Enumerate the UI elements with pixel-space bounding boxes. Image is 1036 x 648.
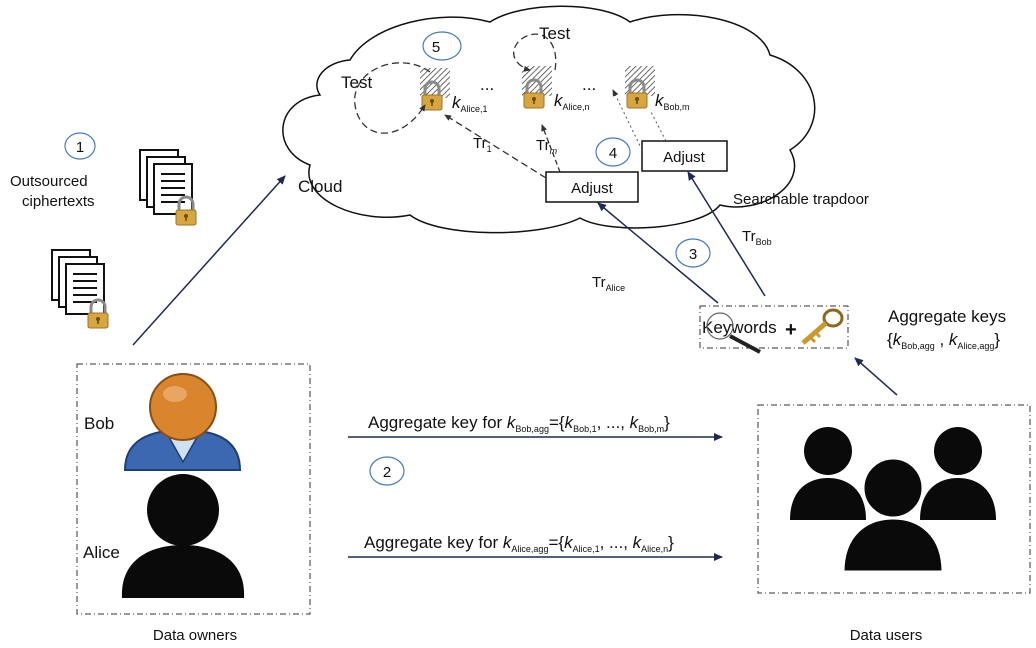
data-users-title: Data users <box>850 627 923 644</box>
cloud-label: Cloud <box>298 177 342 196</box>
aggregate-keys-title: Aggregate keys <box>888 307 1006 326</box>
adjust-to-alice-n-dotted <box>612 89 643 151</box>
encrypted-file-bob-m-icon <box>625 66 655 110</box>
svg-text:3: 3 <box>689 246 697 263</box>
ciphertext-stack-upper-icon <box>139 149 198 227</box>
bob-aggregate-key-label: Aggregate key for kBob,agg={kBob,1, ...,… <box>368 413 670 434</box>
upload-arrow <box>132 175 286 346</box>
k-alice-1-label: kAlice,1 <box>452 93 488 114</box>
test-loop-top <box>513 33 557 72</box>
ellipsis-2: ... <box>582 75 596 94</box>
step-4: 4 <box>595 137 631 167</box>
searchable-trapdoor-label: Searchable trapdoor <box>733 191 869 208</box>
plus-sign: + <box>785 319 797 341</box>
svg-text:5: 5 <box>432 39 440 56</box>
svg-text:Adjust: Adjust <box>571 180 614 197</box>
data-owners-box <box>76 363 311 615</box>
outsourced-label-line1: Outsourced <box>10 173 88 190</box>
svg-text:2: 2 <box>383 464 391 481</box>
outsourced-label-line2: ciphertexts <box>22 193 95 210</box>
ellipsis-1: ... <box>480 75 494 94</box>
adjust-to-bob-m-dotted <box>649 109 667 142</box>
tr1-dashed-arrow <box>444 114 547 179</box>
data-users-box <box>757 404 1031 594</box>
svg-text:Adjust: Adjust <box>663 149 706 166</box>
cloud-shape <box>282 5 816 234</box>
test-label-top: Test <box>539 24 570 43</box>
tr-bob-label: TrBob <box>742 228 772 247</box>
k-bob-m-label: kBob,m <box>655 91 690 112</box>
tr-alice-arrow <box>597 202 719 304</box>
aggregate-keys-set: {kBob,agg , kAlice,agg} <box>887 330 1000 351</box>
magnifier-icon <box>706 312 761 354</box>
tr1-label: Tr1 <box>473 135 492 154</box>
step-3: 3 <box>675 238 711 268</box>
bob-label: Bob <box>84 414 114 433</box>
svg-text:4: 4 <box>609 145 617 162</box>
trm-dashed-arrow <box>541 124 561 173</box>
adjust-box-upper: Adjust <box>641 140 728 172</box>
step-1: 1 <box>64 132 96 160</box>
data-owners-title: Data owners <box>153 627 237 644</box>
trm-label: Trm <box>536 137 558 156</box>
keywords-box <box>699 305 849 349</box>
alice-aggregate-key-label: Aggregate key for kAlice,agg={kAlice,1, … <box>364 533 674 554</box>
step-2: 2 <box>369 456 405 486</box>
ciphertext-stack-lower-icon <box>51 249 110 330</box>
alice-avatar-icon <box>121 474 245 598</box>
svg-text:1: 1 <box>76 139 84 156</box>
users-to-keywords-arrow <box>854 357 898 396</box>
test-label-left: Test <box>341 73 372 92</box>
test-loop-left <box>354 62 431 134</box>
alice-label: Alice <box>83 543 120 562</box>
bob-avatar-icon <box>123 373 242 471</box>
tr-alice-label: TrAlice <box>592 274 625 293</box>
k-alice-n-label: kAlice,n <box>554 91 590 112</box>
encrypted-file-alice-1-icon <box>420 68 450 112</box>
tr-bob-arrow <box>687 171 766 297</box>
adjust-box-lower: Adjust <box>545 171 639 203</box>
key-icon <box>801 308 844 345</box>
step-5: 5 <box>422 31 462 61</box>
data-users-group-icon <box>790 427 996 574</box>
keywords-label: Keywords <box>702 318 777 337</box>
